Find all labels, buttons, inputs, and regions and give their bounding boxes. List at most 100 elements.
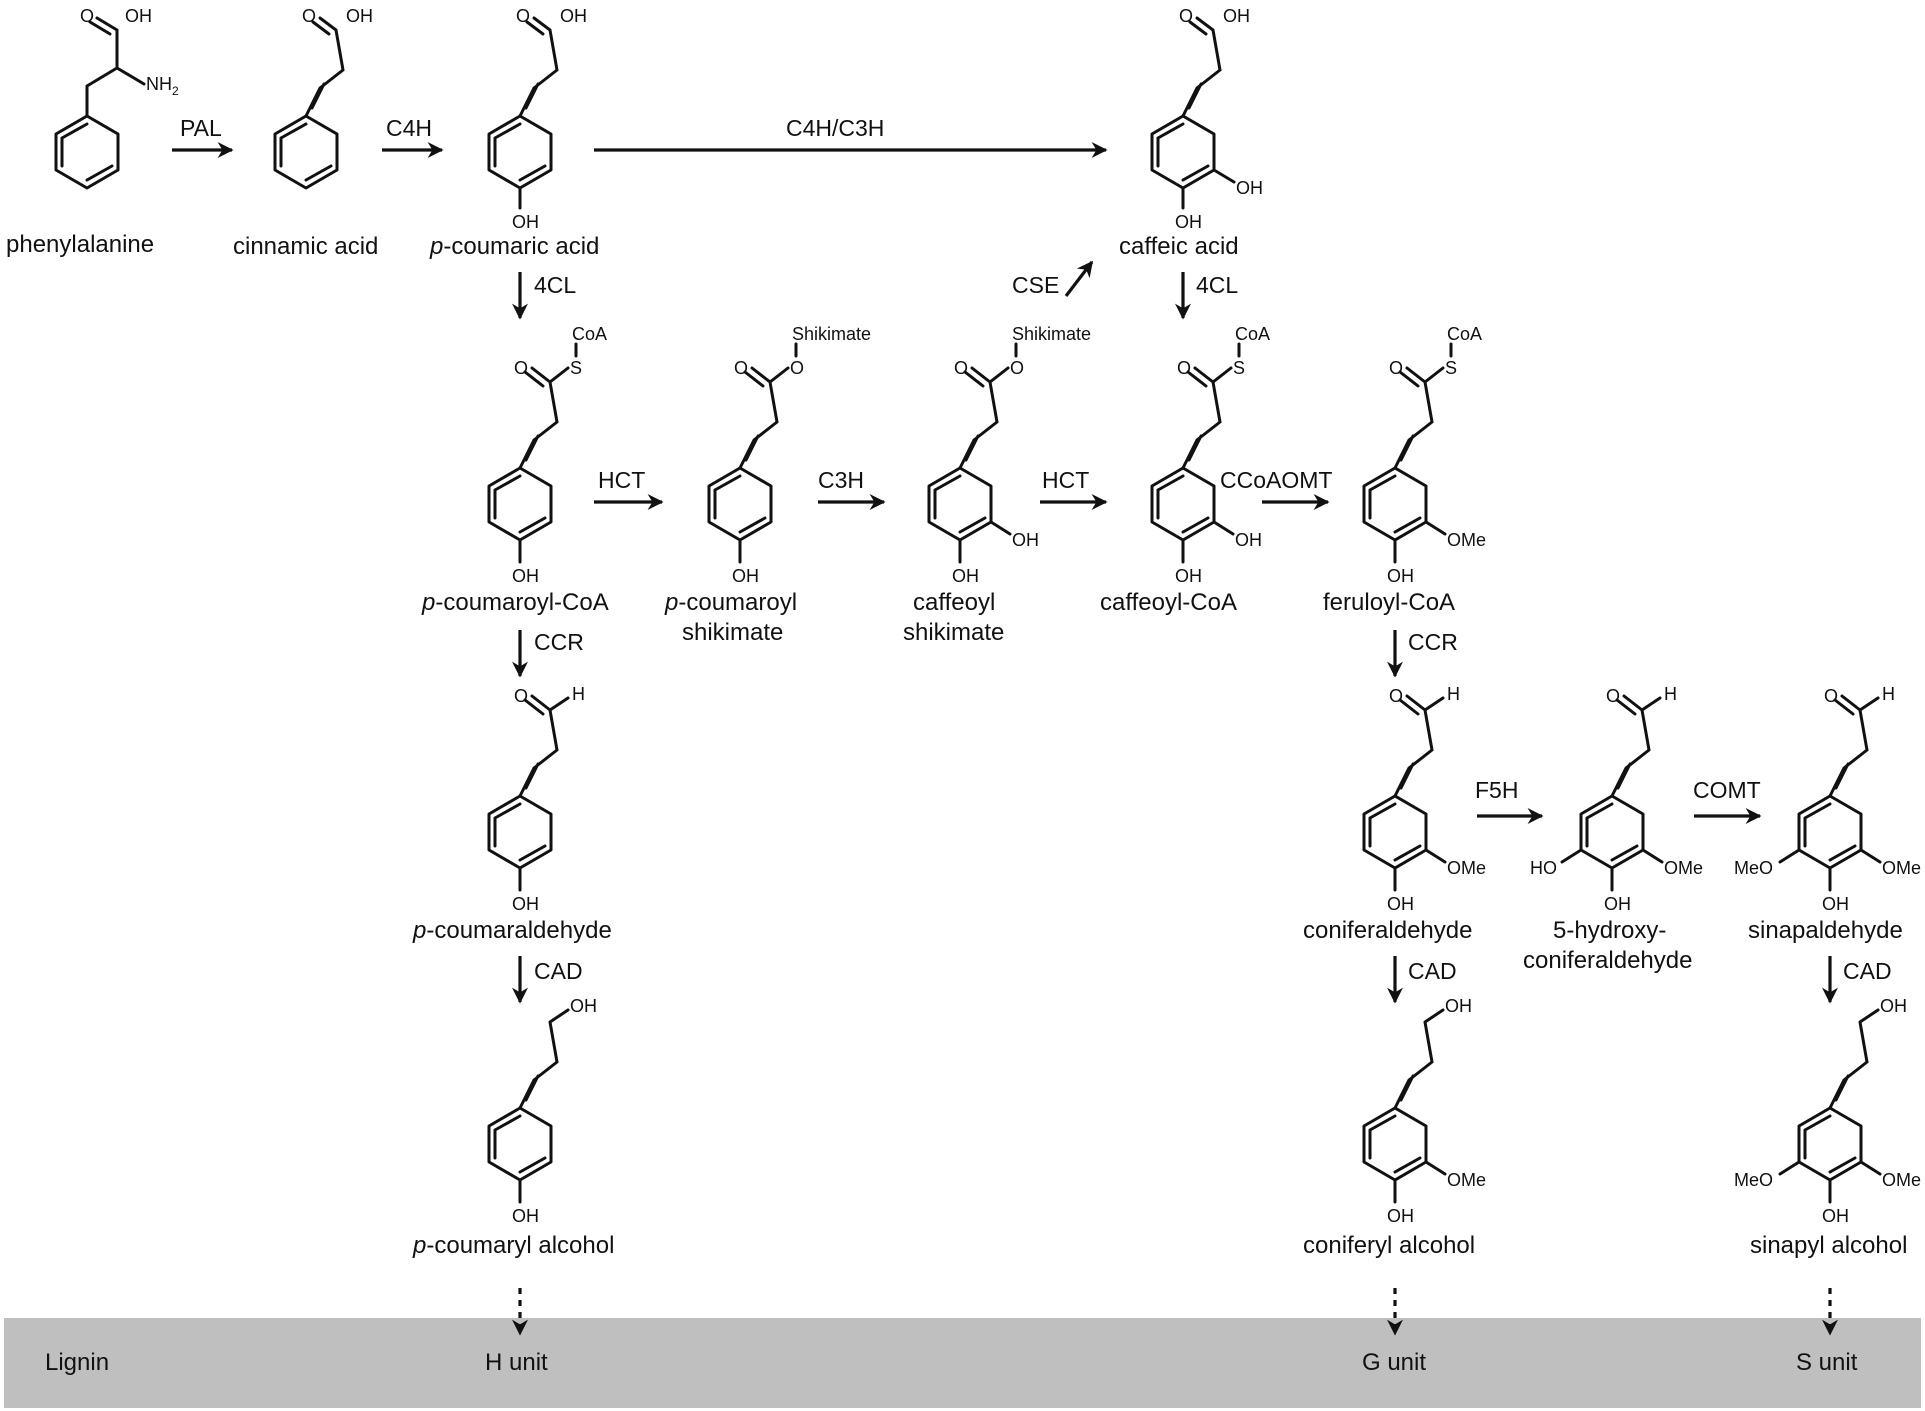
- svg-text:H: H: [1882, 684, 1895, 704]
- svg-text:OMe: OMe: [1882, 858, 1921, 878]
- svg-text:H: H: [1447, 684, 1460, 704]
- structure-p-coumaric-acid: OH O OH: [487, 6, 587, 232]
- svg-text:OH: OH: [1012, 530, 1039, 550]
- structure-p-coumaraldehyde: OH O H: [487, 684, 585, 914]
- svg-text:HO: HO: [1530, 858, 1557, 878]
- svg-text:OH: OH: [1236, 178, 1263, 198]
- svg-text:OMe: OMe: [1882, 1170, 1921, 1190]
- enzyme-pal: PAL: [180, 115, 222, 141]
- svg-text:OH: OH: [512, 1206, 539, 1226]
- svg-text:OH: OH: [512, 566, 539, 586]
- svg-text:OMe: OMe: [1447, 530, 1486, 550]
- structure-p-coumaroyl-coa: OH O S CoA: [487, 324, 607, 586]
- structure-5-hydroxyconiferaldehyde: OH OMe HO O H: [1530, 684, 1703, 914]
- svg-text:O: O: [1824, 686, 1838, 706]
- svg-text:O: O: [514, 686, 528, 706]
- structure-coniferaldehyde: OH OMe O H: [1362, 684, 1486, 914]
- svg-text:OH: OH: [1175, 212, 1202, 232]
- structure-p-coumaroyl-shikimate: OH O O Shikimate: [707, 324, 871, 586]
- svg-text:OH: OH: [732, 566, 759, 586]
- svg-text:OH: OH: [560, 6, 587, 26]
- name-caffeic-acid: caffeic acid: [1119, 233, 1239, 260]
- svg-text:OH: OH: [1387, 1206, 1414, 1226]
- svg-text:O: O: [302, 6, 316, 26]
- enzyme-c3h: C3H: [818, 467, 864, 493]
- name-caffeoyl-shikimate-2: shikimate: [903, 619, 1004, 646]
- enzyme-4cl-left: 4CL: [534, 272, 576, 298]
- enzyme-cad-right: CAD: [1843, 958, 1892, 984]
- lignin-band: [4, 1318, 1921, 1408]
- enzyme-c4h: C4H: [386, 115, 432, 141]
- h-unit-label: H unit: [485, 1349, 548, 1376]
- svg-text:OMe: OMe: [1447, 858, 1486, 878]
- structure-caffeoyl-shikimate: OH OH O O Shikimate: [927, 324, 1091, 586]
- svg-text:OH: OH: [1822, 894, 1849, 914]
- svg-text:O: O: [1177, 358, 1191, 378]
- svg-text:OH: OH: [952, 566, 979, 586]
- name-caffeoyl-coa: caffeoyl-CoA: [1100, 589, 1237, 616]
- svg-text:OMe: OMe: [1447, 1170, 1486, 1190]
- name-p-coumaraldehyde: p-coumaraldehyde: [412, 917, 612, 944]
- svg-text:OH: OH: [1880, 996, 1907, 1016]
- reaction-arrows: [172, 142, 1838, 1336]
- enzyme-ccr-left: CCR: [534, 629, 584, 655]
- name-cinnamic-acid: cinnamic acid: [233, 233, 378, 260]
- arrow-cse: [1064, 260, 1094, 297]
- enzyme-cad-middle: CAD: [1408, 958, 1457, 984]
- structure-cinnamic-acid: O OH: [273, 6, 373, 190]
- enzyme-4cl-right: 4CL: [1196, 272, 1238, 298]
- svg-text:S: S: [1445, 358, 1457, 378]
- name-caffeoyl-shikimate-1: caffeoyl: [913, 589, 995, 616]
- svg-text:OH: OH: [1822, 1206, 1849, 1226]
- svg-text:O: O: [1389, 358, 1403, 378]
- name-hydroxy-coniferaldehyde-2: coniferaldehyde: [1523, 947, 1692, 974]
- enzyme-ccoaomt: CCoAOMT: [1220, 467, 1332, 493]
- structure-caffeoyl-coa: OH OH O S CoA: [1150, 324, 1270, 586]
- enzyme-comt: COMT: [1693, 777, 1761, 803]
- structure-phenylalanine: O OH NH2: [54, 6, 179, 190]
- lignin-title: Lignin: [45, 1349, 109, 1376]
- enzyme-f5h: F5H: [1475, 777, 1518, 803]
- svg-text:OH: OH: [1387, 894, 1414, 914]
- svg-text:Shikimate: Shikimate: [1012, 324, 1091, 344]
- svg-text:OH: OH: [512, 894, 539, 914]
- enzyme-cse: CSE: [1012, 272, 1059, 298]
- structure-p-coumaryl-alcohol: OH OH: [487, 996, 597, 1226]
- name-sinapaldehyde: sinapaldehyde: [1748, 917, 1903, 944]
- enzyme-hct-2: HCT: [1042, 467, 1089, 493]
- svg-text:OH: OH: [125, 6, 152, 26]
- enzyme-labels: PAL C4H C4H/C3H 4CL CSE 4CL HCT C3H HCT …: [180, 115, 1892, 984]
- svg-text:O: O: [1010, 358, 1024, 378]
- svg-text:CoA: CoA: [1235, 324, 1270, 344]
- name-coniferaldehyde: coniferaldehyde: [1303, 917, 1472, 944]
- name-phenylalanine: phenylalanine: [6, 231, 154, 258]
- name-feruloyl-coa: feruloyl-CoA: [1323, 589, 1455, 616]
- name-p-coumaroyl-shikimate-1: p-coumaroyl: [664, 589, 797, 616]
- structure-sinapaldehyde: OH OMe MeO O H: [1734, 684, 1921, 914]
- name-p-coumaroyl-shikimate-2: shikimate: [682, 619, 783, 646]
- enzyme-hct-1: HCT: [598, 467, 645, 493]
- svg-text:OH: OH: [1445, 996, 1472, 1016]
- svg-text:OH: OH: [570, 996, 597, 1016]
- svg-text:MeO: MeO: [1734, 858, 1773, 878]
- svg-text:O: O: [516, 6, 530, 26]
- svg-text:O: O: [1179, 6, 1193, 26]
- s-unit-label: S unit: [1796, 1349, 1858, 1376]
- svg-text:O: O: [734, 358, 748, 378]
- compound-names: phenylalanine cinnamic acid p-coumaric a…: [6, 231, 1907, 1259]
- svg-text:OMe: OMe: [1664, 858, 1703, 878]
- name-sinapyl-alcohol: sinapyl alcohol: [1750, 1232, 1907, 1259]
- svg-text:O: O: [80, 6, 94, 26]
- svg-text:OH: OH: [512, 212, 539, 232]
- structure-sinapyl-alcohol: OH OMe MeO OH: [1734, 996, 1921, 1226]
- structure-caffeic-acid: OH OH O OH: [1150, 6, 1263, 232]
- svg-text:CoA: CoA: [572, 324, 607, 344]
- name-p-coumaric-acid: p-coumaric acid: [429, 233, 599, 260]
- svg-text:O: O: [1606, 686, 1620, 706]
- svg-text:H: H: [572, 684, 585, 704]
- svg-text:O: O: [514, 358, 528, 378]
- svg-text:MeO: MeO: [1734, 1170, 1773, 1190]
- svg-text:OH: OH: [1235, 530, 1262, 550]
- svg-text:OH: OH: [1175, 566, 1202, 586]
